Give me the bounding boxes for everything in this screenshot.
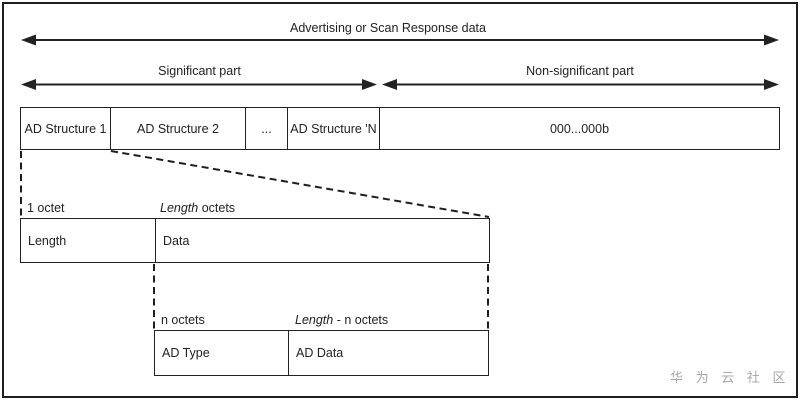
non-significant-zeros-label: 000...000b: [549, 121, 610, 136]
ad-structure-2-cell: AD Structure 2: [111, 108, 246, 149]
huawei-cloud-community-watermark: 华 为 云 社 区: [670, 370, 790, 385]
n-octets-label: n octets: [161, 313, 205, 327]
length-octets-italic: Length: [160, 201, 199, 215]
ad-structure-1-cell: AD Structure 1: [21, 108, 111, 149]
arrowhead-right-icon: [764, 34, 779, 46]
length-octets-label: Length octets: [160, 201, 235, 215]
arrowhead-left-icon: [382, 79, 397, 90]
one-octet-label: 1 octet: [27, 201, 65, 215]
arrowhead-right-icon: [362, 79, 377, 90]
ad-type-label: AD Type: [162, 346, 210, 360]
length-cell: Length: [21, 219, 156, 262]
significant-part-arrow: [21, 79, 377, 90]
length-minus-n-octets-label: Length - n octets: [295, 313, 388, 327]
ad-structures-row: AD Structure 1 AD Structure 2 ... AD Str…: [20, 107, 780, 150]
ad-structure-ellipsis-label: ...: [261, 121, 272, 136]
arrowhead-right-icon: [764, 79, 779, 90]
length-octets-rest: octets: [198, 201, 236, 215]
length-minus-n-italic: Length: [295, 313, 334, 327]
arrowhead-left-icon: [21, 79, 36, 90]
non-significant-part-arrow: [382, 79, 779, 90]
ad-type-cell: AD Type: [155, 331, 289, 375]
non-significant-part-label: Non-significant part: [526, 64, 634, 78]
ad-structure-1-label: AD Structure 1: [24, 121, 107, 136]
ad-structure-n-label: AD Structure 'N: [290, 121, 377, 136]
ad-structure-2-label: AD Structure 2: [137, 121, 219, 136]
ad-structure-ellipsis-cell: ...: [246, 108, 288, 149]
ad-data-label: AD Data: [296, 346, 344, 360]
length-label: Length: [28, 233, 67, 248]
data-cell: Data: [156, 219, 489, 262]
length-data-row: Length Data: [20, 218, 490, 263]
data-label: Data: [163, 233, 190, 248]
ad-type-data-row: AD Type AD Data: [154, 330, 489, 376]
expansion-dashed-connectors: [20, 150, 490, 329]
dashed-line-adstructure1-diagonal: [110, 150, 490, 218]
ad-structure-n-cell: AD Structure 'N: [288, 108, 380, 149]
significant-part-label: Significant part: [158, 64, 241, 78]
advertising-data-arrow-label: Advertising or Scan Response data: [290, 21, 486, 35]
ad-data-cell: AD Data: [289, 331, 488, 375]
advertising-data-arrow: [21, 34, 779, 46]
arrowhead-left-icon: [21, 34, 36, 46]
non-significant-zeros-cell: 000...000b: [380, 108, 779, 149]
length-minus-n-rest: - n octets: [333, 313, 389, 327]
